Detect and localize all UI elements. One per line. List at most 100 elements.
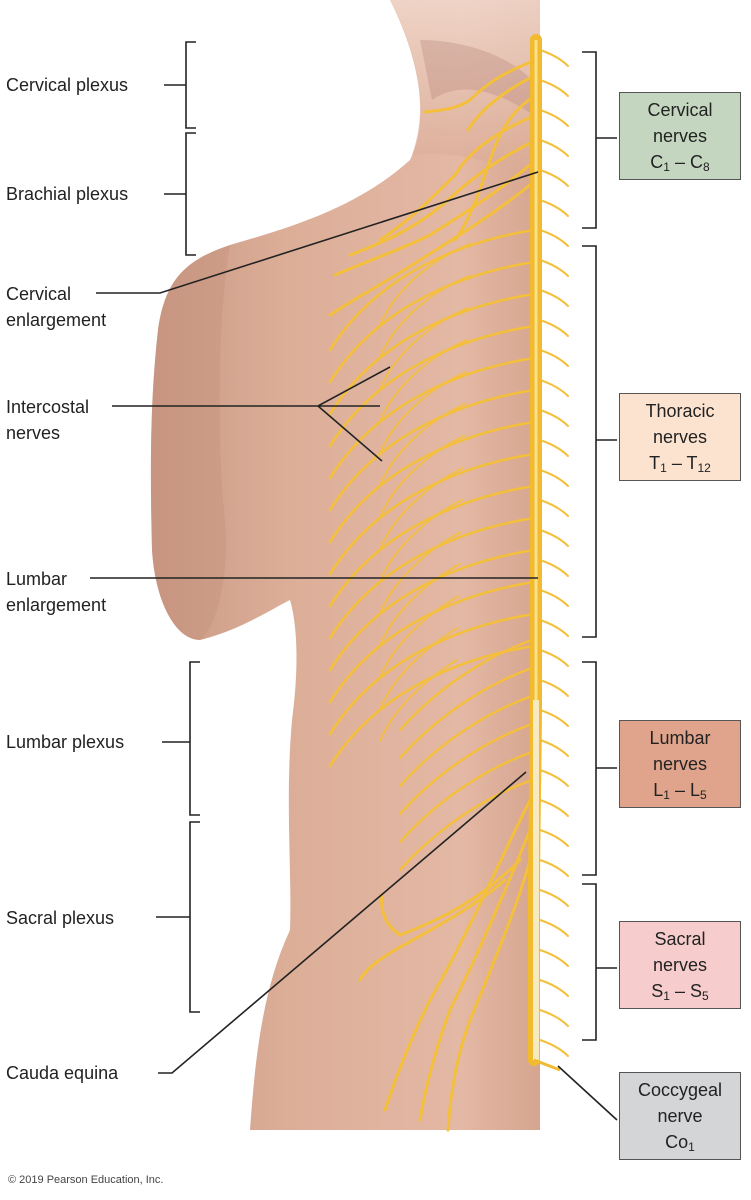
nerve-rootlet (539, 649, 569, 667)
nerve-rootlet (539, 139, 569, 157)
label-lumbar-plexus: Lumbar plexus (6, 732, 125, 752)
nerve-rootlet (539, 829, 569, 847)
box-line-title: Lumbar (649, 728, 711, 748)
intercostal-branch (379, 275, 470, 358)
plexus-branch (328, 258, 422, 317)
nerve-rootlet (539, 469, 569, 487)
intercostal-branch (379, 595, 460, 678)
plexus-branch (423, 98, 472, 114)
intercostal-branch (379, 435, 465, 518)
nerve-rootlet (539, 709, 569, 727)
leader-cauda-equina (158, 771, 527, 1074)
box-line-subtitle: nerve (657, 1106, 703, 1126)
arm-shading (150, 245, 230, 640)
lumbar-branch (398, 638, 534, 732)
plexus-branch (468, 58, 538, 102)
coccygeal-root (533, 1058, 561, 1072)
lumbar-branch (398, 666, 534, 760)
plexus-branch (333, 233, 432, 277)
box-line-range: Co1 (665, 1132, 695, 1154)
lumbar-branch (398, 722, 534, 816)
sacral-nerve (446, 838, 538, 1132)
nerve-rootlet (539, 979, 569, 997)
intercostal-branch (379, 403, 466, 486)
label-intercostal-2: nerves (6, 423, 61, 443)
label-lumbar-enlargement-2: enlargement (6, 595, 107, 615)
intercostal-nerve (328, 388, 536, 512)
leader-lines (90, 41, 618, 1121)
nerve-rootlet (539, 439, 569, 457)
intercostal-branch (379, 307, 469, 390)
plexus-branch (488, 93, 538, 162)
intercostal-branch (379, 467, 464, 550)
nerve-rootlet (539, 769, 569, 787)
label-sacral-plexus: Sacral plexus (6, 908, 115, 928)
box-sacral-nerves: Sacral nerves S1 – S5 (619, 921, 741, 1009)
box-line-title: Sacral (654, 929, 706, 949)
sacral-nerve (393, 878, 507, 952)
spinal-cord (528, 34, 561, 1072)
intercostal-nerve (328, 228, 536, 352)
bracket-sacral-plexus (189, 821, 200, 1013)
copyright-notice: © 2019 Pearson Education, Inc. (8, 1174, 164, 1186)
intercostal-branch (379, 339, 468, 422)
box-line-subtitle: nerves (652, 754, 708, 774)
plexus-branch (453, 113, 538, 177)
box-coccygeal-nerve: Coccygeal nerve Co1 (619, 1072, 741, 1160)
leader-coccygeal (557, 1065, 618, 1121)
box-line-subtitle: nerves (652, 427, 708, 447)
bracket-sacral-nerves (582, 883, 597, 1041)
label-cervical-plexus: Cervical plexus (6, 75, 129, 95)
intercostal-nerve (328, 644, 536, 768)
bracket-thoracic-nerves (582, 245, 597, 638)
box-thoracic-nerves: Thoracic nerves T1 – T12 (619, 393, 741, 481)
leader-intercostal-lower (317, 405, 383, 462)
bracket-lumbar-plexus (189, 661, 200, 816)
box-line-range: C1 – C8 (650, 152, 710, 174)
intercostal-nerve (328, 356, 536, 480)
sacral-nerve (418, 818, 536, 1122)
intercostal-branch (379, 531, 462, 614)
nerve-rootlet (539, 679, 569, 697)
intercostal-nerve (328, 516, 536, 640)
nerve-rootlet (539, 79, 569, 97)
lumbar-branch (398, 750, 534, 844)
plexus-branch (418, 178, 538, 262)
box-line-subtitle: nerves (652, 126, 708, 146)
torso-silhouette (150, 0, 540, 1130)
nerve-rootlet (539, 949, 569, 967)
sacral-nerve (358, 948, 397, 982)
nerve-rootlet (539, 529, 569, 547)
intercostal-branch (379, 659, 458, 742)
nerve-rootlet (539, 349, 569, 367)
sacral-nerve (398, 858, 522, 937)
label-cervical-enlargement-2: enlargement (6, 310, 107, 330)
label-brachial-plexus: Brachial plexus (6, 184, 129, 204)
intercostal-branch (379, 499, 463, 582)
intercostal-nerve (328, 548, 536, 672)
bracket-cervical-nerves (582, 51, 597, 229)
nerve-rootlet (539, 859, 569, 877)
nerve-rootlet (539, 409, 569, 427)
label-cervical-enlargement-1: Cervical (6, 284, 72, 304)
neck-shading (390, 0, 540, 180)
nerve-rootlet (539, 229, 569, 247)
box-line-range: S1 – S5 (651, 981, 709, 1003)
intercostal-nerve (328, 420, 536, 544)
lumbar-branch (398, 778, 534, 872)
plexus-branch (466, 73, 538, 132)
intercostal-nerve (328, 612, 536, 736)
bracket-brachial-plexus (185, 132, 196, 256)
box-cervical-nerves: Cervical nerves C1 – C8 (619, 92, 741, 180)
nerve-rootlet (539, 1009, 569, 1027)
label-cauda-equina: Cauda equina (6, 1063, 119, 1083)
intercostal-nerve (328, 292, 536, 416)
intercostal-nerve (328, 452, 536, 576)
box-line-range: T1 – T12 (649, 453, 711, 475)
nerve-rootlet (539, 49, 569, 67)
box-line-range: L1 – L5 (653, 780, 707, 802)
sacral-nerve (380, 893, 402, 937)
nerve-rootlet (539, 169, 569, 187)
intercostal-nerve (328, 580, 536, 704)
